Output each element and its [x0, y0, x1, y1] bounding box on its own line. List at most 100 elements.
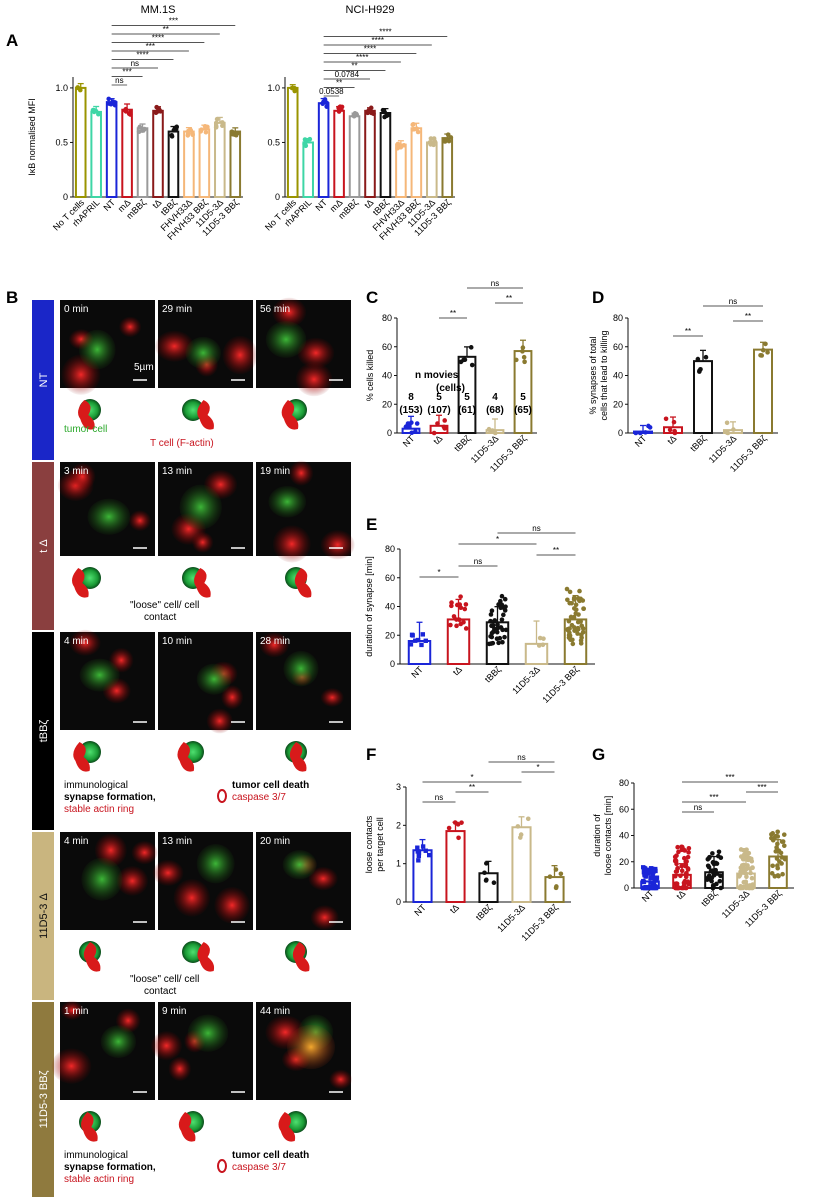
data-point: [518, 832, 524, 837]
data-point: [678, 873, 683, 879]
caption-contact: contact: [144, 986, 176, 997]
tumor-blob: [187, 1014, 229, 1052]
bar: [74, 86, 87, 198]
caspase-icon: [217, 1159, 227, 1173]
data-point: [93, 108, 99, 114]
data-point: [653, 878, 658, 883]
data-point: [495, 625, 500, 631]
time-stamp: 3 min: [64, 466, 88, 477]
data-point: [686, 850, 691, 855]
y-axis-label: duration of synapse [min]: [364, 556, 374, 657]
data-point: [463, 602, 469, 607]
data-point: [413, 429, 418, 434]
data-point: [451, 614, 457, 619]
data-point: [410, 127, 416, 132]
cartoon: [182, 941, 215, 972]
caption-loose: "loose" cell/ cell: [130, 974, 199, 985]
bar: [302, 141, 314, 198]
tcell-icon: [289, 742, 307, 772]
legend-title-sub: (cells): [436, 383, 465, 394]
data-point: [770, 831, 776, 836]
data-point: [408, 642, 414, 647]
time-stamp: 44 min: [260, 1006, 290, 1017]
micrograph: 13 min: [152, 832, 253, 930]
data-point: [703, 354, 709, 360]
data-point: [521, 354, 527, 360]
caption-tcell: T cell (F-actin): [150, 438, 214, 449]
y-axis-label: loose contacts: [364, 815, 374, 873]
data-point: [420, 632, 426, 637]
tcell-blob: [320, 530, 355, 560]
tumor-blob: [196, 663, 232, 695]
cartoon: [285, 567, 312, 598]
annotation-n: 8: [408, 392, 414, 403]
micrograph: 56 min: [256, 297, 351, 397]
data-point: [675, 844, 680, 850]
cartoon: [285, 741, 307, 772]
data-point: [456, 835, 461, 841]
data-point: [420, 844, 426, 849]
data-point: [650, 867, 656, 873]
data-point: [416, 853, 422, 859]
significance-label: ****: [372, 36, 384, 45]
tcell-icon: [294, 568, 312, 598]
panel-label-f: F: [366, 745, 376, 764]
tcell-blob: [295, 362, 333, 397]
annotation-n: 5: [464, 392, 470, 403]
data-point: [718, 855, 724, 861]
data-point: [743, 871, 749, 876]
bar: [183, 130, 195, 198]
data-point: [415, 129, 421, 135]
data-point: [415, 849, 421, 854]
data-point: [685, 854, 691, 860]
bar: [395, 143, 407, 199]
bar: [105, 101, 118, 198]
bar: [445, 830, 466, 903]
bar: [214, 121, 226, 198]
micrograph: 1 min: [51, 1000, 155, 1100]
data-point: [541, 636, 546, 641]
data-point: [106, 101, 112, 106]
data-point: [307, 136, 313, 142]
data-point: [190, 132, 195, 138]
data-point: [454, 623, 459, 629]
y-tick-label: 40: [613, 371, 623, 381]
significance-label: **: [163, 25, 169, 34]
data-point: [718, 873, 723, 879]
data-point: [445, 132, 451, 137]
data-point: [380, 107, 386, 113]
data-point: [672, 430, 678, 436]
data-point: [580, 626, 586, 631]
data-point: [675, 866, 680, 871]
tcell-blob: [155, 330, 194, 362]
data-point: [302, 137, 308, 142]
data-point: [647, 869, 653, 874]
tcell-blob: [222, 335, 258, 375]
data-point: [198, 129, 204, 134]
tcell-blob: [131, 840, 158, 865]
data-point: [503, 604, 508, 609]
micrograph: 4 min: [60, 629, 155, 730]
significance-label: **: [553, 546, 559, 555]
significance-label: ns: [517, 753, 525, 762]
row-label: t Δ: [38, 539, 50, 553]
data-point: [737, 872, 743, 878]
dying-cell-blob: [287, 1024, 335, 1070]
tumor-blob: [179, 484, 222, 530]
panel-label-a: A: [6, 31, 18, 50]
caption-contact: contact: [144, 612, 176, 623]
data-point: [547, 874, 553, 879]
bar: [753, 348, 773, 434]
micrograph: 0 min: [60, 300, 155, 395]
data-point: [710, 868, 715, 873]
micrograph: 9 min: [151, 1002, 253, 1100]
bar: [333, 109, 345, 198]
data-point: [431, 142, 436, 148]
significance-label: ns: [435, 793, 443, 802]
data-point: [455, 822, 461, 827]
significance-label: ***: [725, 773, 734, 782]
data-point: [409, 420, 414, 425]
